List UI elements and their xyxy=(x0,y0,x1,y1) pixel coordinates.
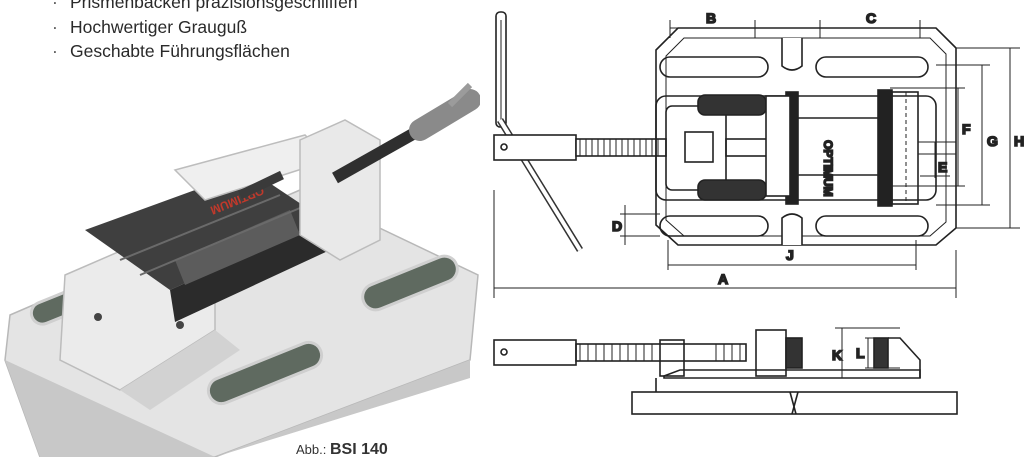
figure-caption: Abb.: BSI 140 xyxy=(296,441,388,459)
feature-item: · Hochwertiger Grauguß xyxy=(52,15,358,40)
dim-label-g: G xyxy=(987,133,998,149)
feature-item: · Prismenbacken präzisionsgeschliffen xyxy=(52,0,358,15)
drawing-brand: OPTIMUM xyxy=(821,140,835,197)
feature-text: Geschabte Führungsflächen xyxy=(70,41,290,61)
caption-model: BSI 140 xyxy=(329,441,388,458)
dim-label-d: D xyxy=(612,218,622,234)
screw-thread-side xyxy=(579,344,741,361)
feature-item: · Geschabte Führungsflächen xyxy=(52,39,358,64)
dim-label-f: F xyxy=(962,121,971,137)
screw-thread xyxy=(579,139,659,156)
dim-label-a: A xyxy=(718,271,728,287)
bullet: · xyxy=(52,41,58,61)
dim-label-k: K xyxy=(832,347,842,363)
dim-label-b: B xyxy=(706,10,716,26)
feature-list: · Prismenbacken präzisionsgeschliffen · Ho… xyxy=(52,0,358,64)
vise-product-image: OPTIMUM xyxy=(4,82,480,457)
dim-label-j: J xyxy=(786,247,794,263)
feature-text: Prismenbacken präzisionsgeschliffen xyxy=(70,0,358,12)
dimension-drawing: OPTIMUM B C A J D H G F E xyxy=(493,9,1025,415)
dim-label-h: H xyxy=(1014,133,1024,149)
dim-label-c: C xyxy=(866,10,876,26)
dim-label-e: E xyxy=(938,159,947,175)
dim-label-l: L xyxy=(856,345,865,361)
feature-text: Hochwertiger Grauguß xyxy=(70,16,248,37)
caption-prefix: Abb.: xyxy=(296,442,327,457)
bullet: · xyxy=(52,0,58,12)
bullet: · xyxy=(52,16,58,37)
